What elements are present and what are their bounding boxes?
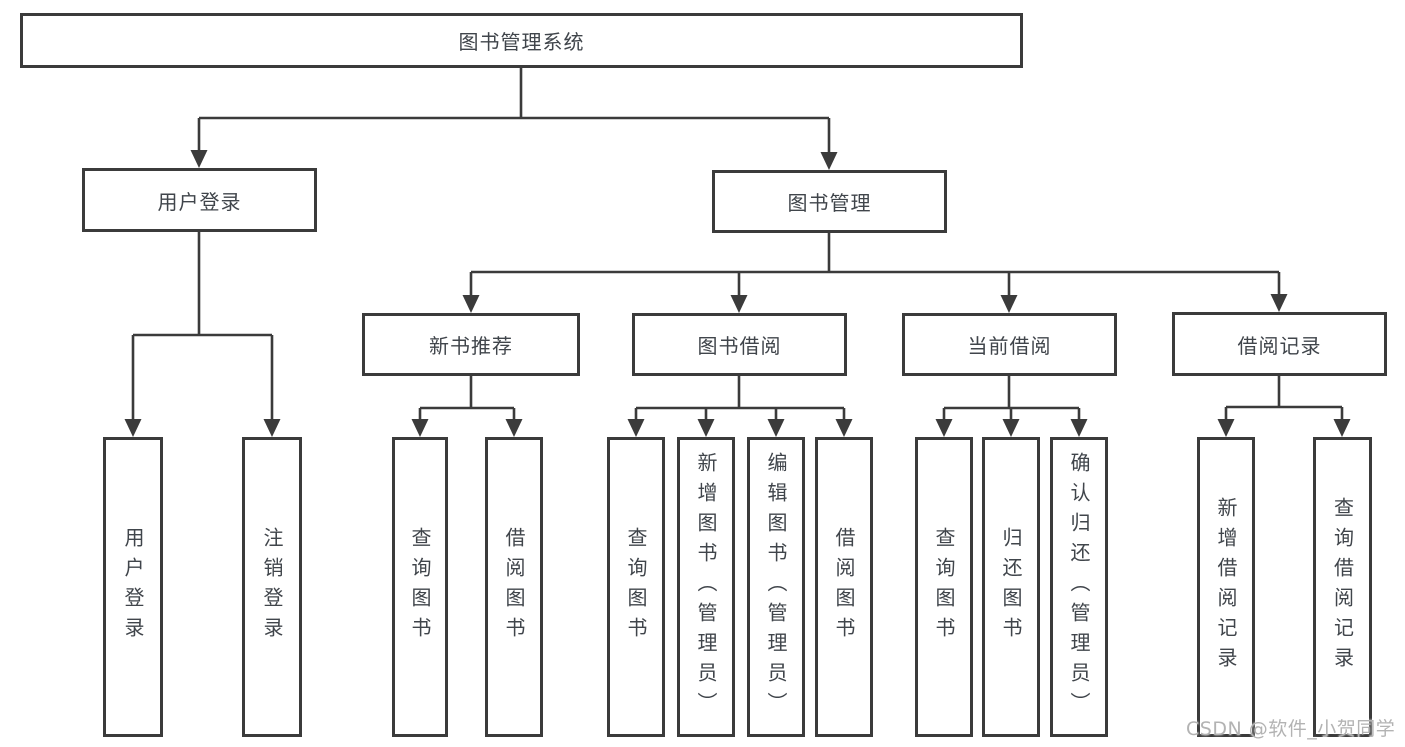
node-label: 借阅图书 — [832, 527, 856, 647]
node-label: 新增图书（管理员） — [694, 452, 718, 722]
node-label: 确认归还（管理员） — [1067, 452, 1091, 722]
leaf-add-books-admin: 新增图书（管理员） — [677, 437, 735, 737]
node-label: 新增借阅记录 — [1214, 497, 1238, 677]
leaf-borrow-books-borrowing: 借阅图书 — [815, 437, 873, 737]
leaf-add-borrow-record: 新增借阅记录 — [1197, 437, 1255, 737]
arrowheads — [124, 150, 1351, 437]
csdn-watermark: CSDN @软件_小贺同学 — [1186, 718, 1396, 740]
node-label: 查询图书 — [408, 527, 432, 647]
leaf-query-books-recommend: 查询图书 — [392, 437, 448, 737]
node-label: 用户登录 — [157, 189, 242, 214]
node-library-management-system: 图书管理系统 — [20, 13, 1023, 68]
node-new-book-recommend: 新书推荐 — [362, 313, 580, 376]
leaf-query-books-borrowing: 查询图书 — [607, 437, 665, 737]
node-label: 用户登录 — [121, 527, 145, 647]
node-label: 查询图书 — [624, 527, 648, 647]
node-label: 注销登录 — [260, 527, 284, 647]
leaf-return-books: 归还图书 — [982, 437, 1040, 737]
node-borrowing-records: 借阅记录 — [1172, 312, 1387, 376]
node-label: 查询借阅记录 — [1330, 497, 1355, 677]
node-label: 查询图书 — [932, 527, 956, 647]
leaf-confirm-return-admin: 确认归还（管理员） — [1050, 437, 1108, 737]
node-book-management: 图书管理 — [712, 170, 947, 233]
node-label: 图书管理系统 — [458, 30, 585, 54]
node-label: 借阅记录 — [1237, 333, 1322, 358]
leaf-query-borrow-record: 查询借阅记录 — [1313, 437, 1372, 737]
node-label: 编辑图书（管理员） — [764, 452, 788, 722]
node-book-borrowing: 图书借阅 — [632, 313, 847, 376]
node-current-borrowing: 当前借阅 — [902, 313, 1117, 376]
node-label: 图书借阅 — [697, 334, 782, 358]
node-label: 当前借阅 — [967, 334, 1052, 358]
leaf-borrow-books-recommend: 借阅图书 — [485, 437, 543, 737]
node-label: 借阅图书 — [502, 527, 526, 647]
leaf-edit-books-admin: 编辑图书（管理员） — [747, 437, 805, 737]
node-label: 归还图书 — [999, 527, 1023, 647]
leaf-query-books-current: 查询图书 — [915, 437, 973, 737]
leaf-user-login: 用户登录 — [103, 437, 163, 737]
node-user-login: 用户登录 — [82, 168, 317, 232]
node-label: 图书管理 — [787, 191, 872, 215]
leaf-logout: 注销登录 — [242, 437, 302, 737]
node-label: 新书推荐 — [429, 334, 513, 358]
